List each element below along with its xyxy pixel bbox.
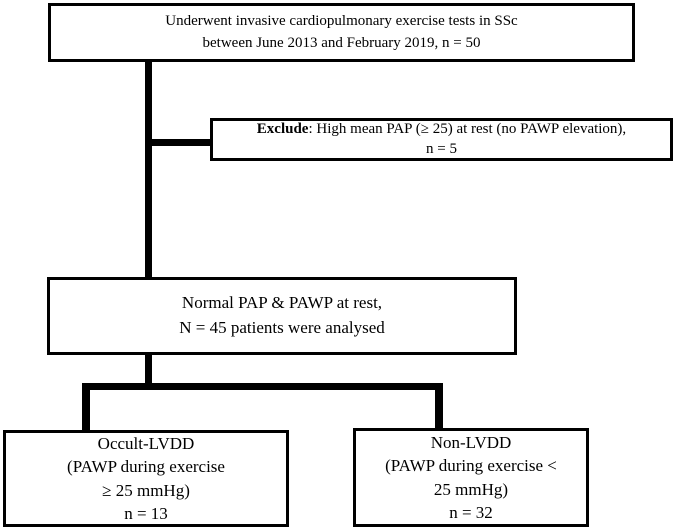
node-occult-lvdd-criteria-line1: (PAWP during exercise (67, 457, 225, 477)
node-occult-lvdd-criteria-line2: ≥ 25 mmHg) (102, 480, 190, 500)
node-exclude: Exclude: High mean PAP (≥ 25) at rest (n… (210, 118, 673, 161)
node-normal-pap-pawp-line2: N = 45 patients were analysed (179, 318, 385, 337)
node-exclude-line1: Exclude: High mean PAP (≥ 25) at rest (n… (257, 120, 626, 140)
connector-right-branch-vertical (435, 383, 443, 430)
connector-branch-horizontal-bar (82, 383, 443, 390)
node-occult-lvdd-title: Occult-LVDD (97, 433, 195, 453)
node-normal-pap-pawp: Normal PAP & PAWP at rest, N = 45 patien… (47, 277, 517, 355)
node-underwent-tests: Underwent invasive cardiopulmonary exerc… (48, 3, 635, 62)
node-non-lvdd-criteria-line2: 25 mmHg) (433, 479, 509, 499)
node-underwent-tests-line2: between June 2013 and February 2019, n =… (202, 34, 481, 51)
node-exclude-count: n = 5 (426, 140, 457, 157)
node-occult-lvdd: Occult-LVDD (PAWP during exercise ≥ 25 m… (3, 430, 289, 527)
node-underwent-tests-line1: Underwent invasive cardiopulmonary exerc… (165, 12, 518, 29)
node-non-lvdd-title: Non-LVDD (430, 432, 512, 452)
connector-stem-vertical (145, 353, 152, 390)
node-exclude-criteria-text: : High mean PAP (≥ 25) at rest (no PAWP … (308, 121, 627, 137)
node-occult-lvdd-count: n = 13 (124, 503, 168, 523)
node-normal-pap-pawp-line1: Normal PAP & PAWP at rest, (181, 293, 383, 313)
node-non-lvdd-count: n = 32 (449, 502, 493, 522)
node-exclude-bold-label: Exclude (256, 121, 309, 137)
node-non-lvdd: Non-LVDD (PAWP during exercise < 25 mmHg… (353, 428, 589, 527)
connector-left-branch-vertical (82, 383, 90, 432)
connector-trunk-vertical (145, 60, 152, 280)
connector-exclude-horizontal (148, 139, 212, 146)
node-non-lvdd-criteria-line1: (PAWP during exercise < (385, 456, 557, 476)
